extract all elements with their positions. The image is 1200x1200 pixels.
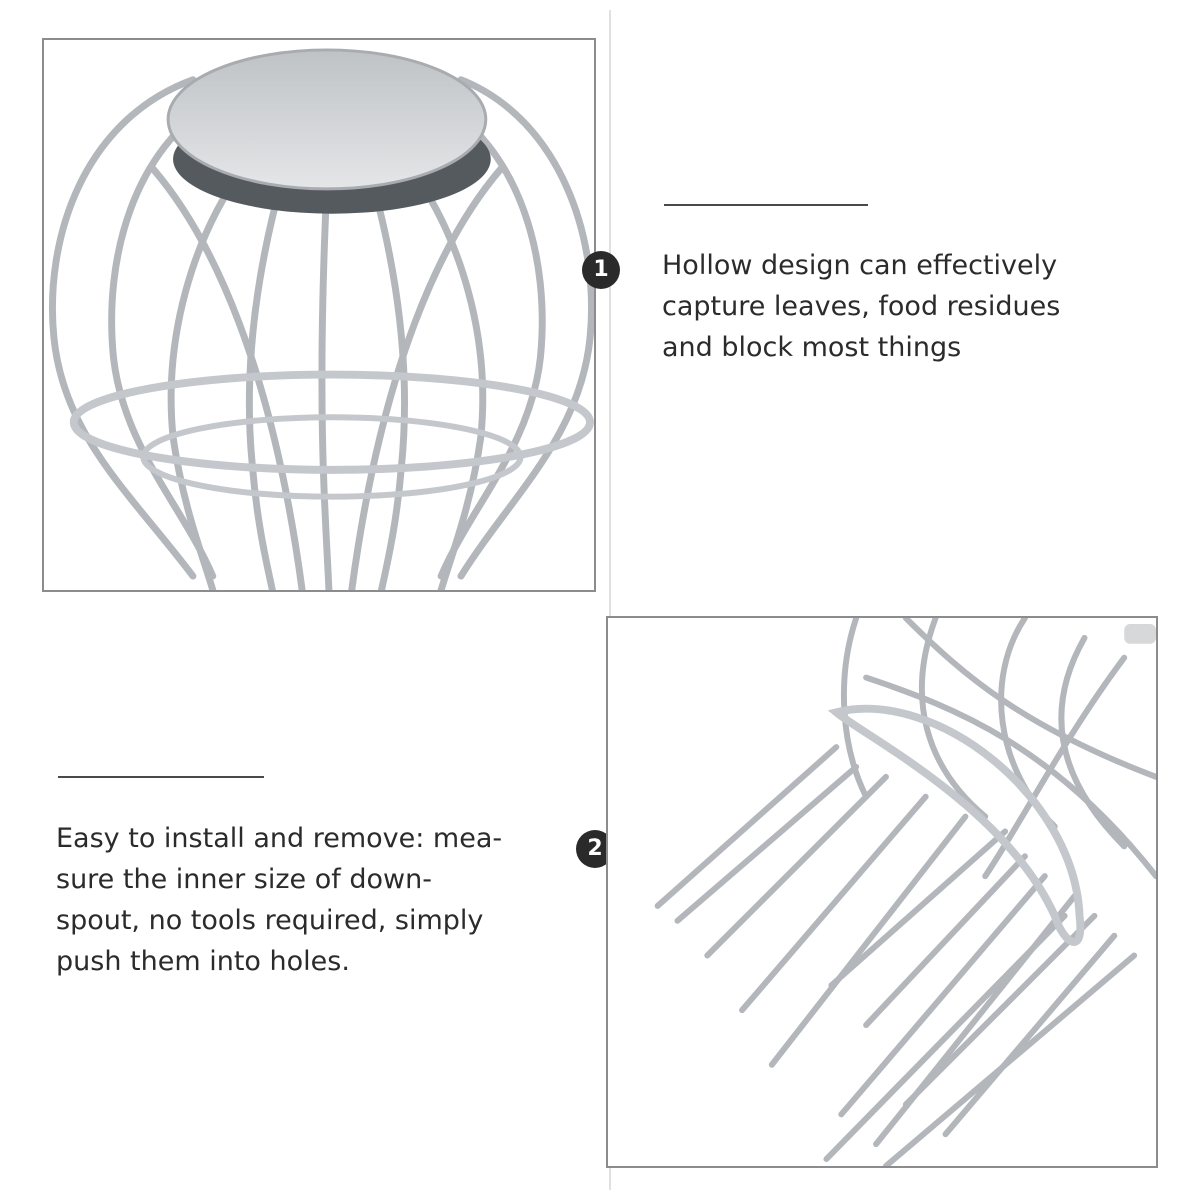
center-divider [609,10,611,1190]
product-photo-top [42,38,596,592]
caption-2-line-1: Easy to install and remove: mea- [56,823,503,854]
caption-1-line-1: Hollow design can effectively [662,250,1058,281]
feature-badge-1: 1 [582,251,620,289]
feature-caption-1: Hollow design can effectively capture le… [662,245,1122,368]
caption-1-line-3: and block most things [662,332,962,363]
strainer-cage-illustration [48,48,594,590]
caption-2-line-3: spout, no tools required, simply [56,905,484,936]
product-photo-side [606,616,1158,1168]
caption-rule-2 [58,776,264,778]
caption-rule-1 [664,204,868,206]
caption-1-line-2: capture leaves, food residues [662,291,1061,322]
caption-2-line-2: sure the inner size of down- [56,864,432,895]
caption-2-line-4: push them into holes. [56,946,350,977]
strainer-prongs-illustration [654,618,1156,1166]
feature-caption-2: Easy to install and remove: mea- sure th… [56,818,536,982]
